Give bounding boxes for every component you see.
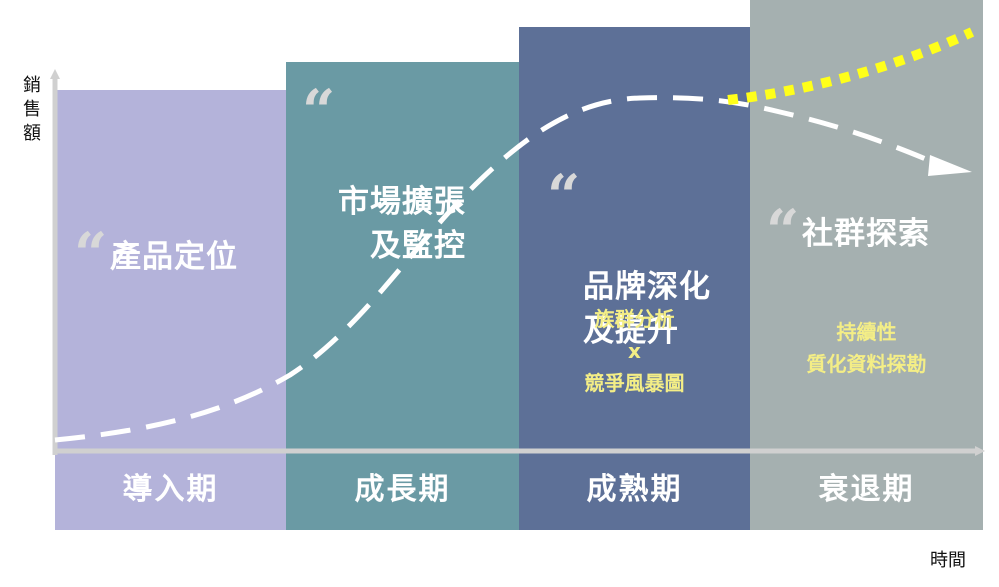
- sales-curve: [54, 95, 941, 443]
- stage-details: 持續性 質化資料探勘: [750, 316, 983, 380]
- detail-line: 族群分析: [594, 307, 675, 331]
- stage-introduction: “ 產品定位 導入期: [55, 90, 286, 530]
- quote-mark-icon: “: [302, 77, 337, 145]
- quote-mark-icon: “: [74, 220, 109, 288]
- stage-details: 族群分析 x 競爭風暴圖: [519, 303, 750, 399]
- quote-mark-icon: “: [766, 197, 801, 265]
- x-axis-label: 時間: [930, 550, 966, 571]
- stage-maturity: “ 品牌深化 及提升 族群分析 x 競爭風暴圖 成熟期: [519, 27, 750, 530]
- y-axis-label: 銷 售 額: [23, 75, 41, 144]
- stage-title: “ 市場擴張 及監控: [302, 77, 466, 264]
- phase-label: 導入期: [122, 472, 219, 507]
- phase-label: 成長期: [354, 472, 451, 507]
- stage-title: “ 社群探索: [766, 197, 930, 265]
- phase-label: 衰退期: [818, 472, 915, 507]
- curve-arrowhead-icon: [928, 155, 972, 176]
- stage-title: “ 品牌深化 及提升: [547, 162, 711, 349]
- quote-mark-icon: “: [547, 162, 582, 230]
- detail-line: 質化資料探勘: [806, 352, 927, 376]
- detail-line: 競爭風暴圖: [584, 371, 685, 395]
- detail-line: x: [628, 339, 641, 363]
- detail-line: 持續性: [836, 320, 897, 344]
- stage-title: “ 產品定位: [74, 220, 238, 288]
- alternative-curve: [727, 27, 975, 105]
- phase-label: 成熟期: [586, 472, 683, 507]
